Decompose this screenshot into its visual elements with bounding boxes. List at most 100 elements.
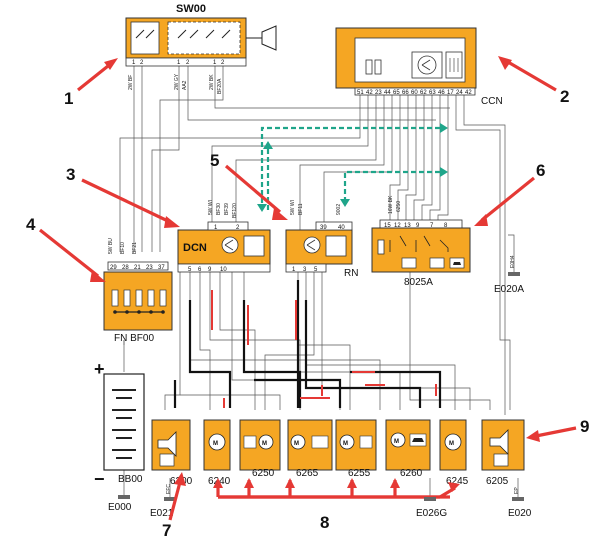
m8025a-wire-codes: 16W BK 6250 <box>388 195 402 214</box>
svg-text:BF39: BF39 <box>224 203 230 215</box>
svg-text:E020A: E020A <box>494 284 524 295</box>
component-6265: M 6265 <box>287 419 333 479</box>
module-fn-label: FN BF00 <box>114 333 154 344</box>
can-bus-lines <box>257 123 448 212</box>
component-6245: M 6245 <box>439 419 469 487</box>
svg-text:8: 8 <box>444 223 448 229</box>
callout-6: 6 <box>536 161 545 180</box>
svg-text:5: 5 <box>188 267 192 273</box>
svg-text:12: 12 <box>394 223 401 229</box>
svg-text:2W GY: 2W GY <box>174 73 180 90</box>
module-ccn: 51 42 23 44 65 66 60 62 63 46 17 24 42 C… <box>335 27 503 107</box>
svg-text:BF10: BF10 <box>120 242 126 254</box>
svg-text:2: 2 <box>140 60 144 66</box>
battery-bb00: + − BB00 <box>94 359 145 489</box>
svg-text:EFC: EFC <box>166 484 172 494</box>
component-6260: M 6260 <box>385 419 431 479</box>
svg-text:1: 1 <box>132 60 136 66</box>
component-6205: 6205 <box>481 419 525 487</box>
fn-wire-codes: 5W BU BF10 BF21 <box>108 238 138 254</box>
svg-text:BF20A: BF20A <box>217 78 223 94</box>
svg-text:M: M <box>394 439 399 445</box>
svg-text:E021: E021 <box>150 508 174 519</box>
callout-2: 2 <box>560 87 569 106</box>
dcn-wire-codes: 5W WI BF30 BF39 BF120 <box>208 200 238 218</box>
svg-text:AA2: AA2 <box>182 80 188 90</box>
svg-text:7: 7 <box>430 223 434 229</box>
svg-text:17: 17 <box>447 90 454 96</box>
svg-text:BF120: BF120 <box>232 203 238 218</box>
callout-4: 4 <box>26 215 36 234</box>
svg-text:2: 2 <box>221 60 225 66</box>
module-sw00: SW00 1 2 1 2 1 2 <box>125 3 277 67</box>
svg-text:M: M <box>262 441 267 447</box>
svg-text:21: 21 <box>134 265 141 271</box>
svg-text:16W BK: 16W BK <box>388 195 394 214</box>
callout-1: 1 <box>64 89 73 108</box>
module-rn: 39 40 1 3 5 RN <box>285 221 358 279</box>
svg-text:M: M <box>294 441 299 447</box>
callout-3: 3 <box>66 165 75 184</box>
svg-text:6: 6 <box>198 267 202 273</box>
svg-text:1: 1 <box>213 60 217 66</box>
battery-plus-sign: + <box>94 359 105 379</box>
battery-label: BB00 <box>118 474 143 485</box>
svg-text:M: M <box>343 441 348 447</box>
image-icon <box>401 257 417 269</box>
rn-wire-codes: 5W WI BF11 9002 <box>290 200 342 215</box>
module-sw00-label: SW00 <box>176 3 206 15</box>
svg-text:3: 3 <box>303 267 307 273</box>
grounds: E000 E021 E020A E026G E020 EFC E0H4 EP <box>108 255 532 519</box>
component-6200: 6200 <box>151 419 193 487</box>
svg-text:9002: 9002 <box>336 204 342 215</box>
callout-5: 5 <box>210 151 219 170</box>
svg-text:10: 10 <box>220 267 227 273</box>
callout-9: 9 <box>580 417 589 436</box>
svg-text:E020: E020 <box>508 508 532 519</box>
svg-text:66: 66 <box>402 90 409 96</box>
svg-text:6245: 6245 <box>446 476 469 487</box>
image-icon <box>429 257 445 269</box>
loads: 6200 M 6240 M 6250 M 6265 M <box>151 419 525 487</box>
svg-text:BF21: BF21 <box>132 242 138 254</box>
svg-text:M: M <box>449 441 454 447</box>
module-8025a: 15 12 13 9 7 8 8025A <box>371 219 471 288</box>
module-ccn-label: CCN <box>481 96 503 107</box>
svg-text:6260: 6260 <box>400 468 423 479</box>
module-dcn: DCN 1 2 5 6 9 10 <box>177 221 271 273</box>
return-current-paths <box>211 290 456 499</box>
svg-text:28: 28 <box>122 265 129 271</box>
svg-text:5: 5 <box>314 267 318 273</box>
svg-text:37: 37 <box>158 265 165 271</box>
svg-text:46: 46 <box>438 90 445 96</box>
svg-text:5W WI: 5W WI <box>290 200 296 215</box>
component-6240: M 6240 <box>203 419 231 487</box>
active-current-paths <box>173 280 442 408</box>
horn-icon <box>261 25 277 51</box>
svg-text:6265: 6265 <box>296 468 319 479</box>
svg-text:BF30: BF30 <box>216 203 222 215</box>
svg-text:E0H4: E0H4 <box>510 255 516 268</box>
svg-text:23: 23 <box>375 90 382 96</box>
module-fn-bf00: 29 28 21 23 37 FN BF00 <box>103 261 173 344</box>
svg-text:40: 40 <box>338 225 345 231</box>
svg-text:29: 29 <box>110 265 117 271</box>
svg-text:63: 63 <box>429 90 436 96</box>
callouts: 1 2 3 4 5 6 7 8 9 <box>26 56 589 540</box>
svg-text:23: 23 <box>146 265 153 271</box>
svg-text:62: 62 <box>420 90 427 96</box>
svg-text:15: 15 <box>384 223 391 229</box>
svg-text:51: 51 <box>357 90 364 96</box>
svg-text:2: 2 <box>236 225 240 231</box>
svg-text:5W WI: 5W WI <box>208 200 214 215</box>
svg-text:2: 2 <box>186 60 190 66</box>
svg-text:24: 24 <box>456 90 463 96</box>
svg-text:M: M <box>213 441 218 447</box>
svg-text:39: 39 <box>320 225 327 231</box>
svg-text:6255: 6255 <box>348 468 371 479</box>
svg-text:9: 9 <box>416 223 420 229</box>
svg-text:BF11: BF11 <box>298 203 304 215</box>
battery-minus-sign: − <box>94 469 105 489</box>
module-dcn-label: DCN <box>183 242 207 254</box>
